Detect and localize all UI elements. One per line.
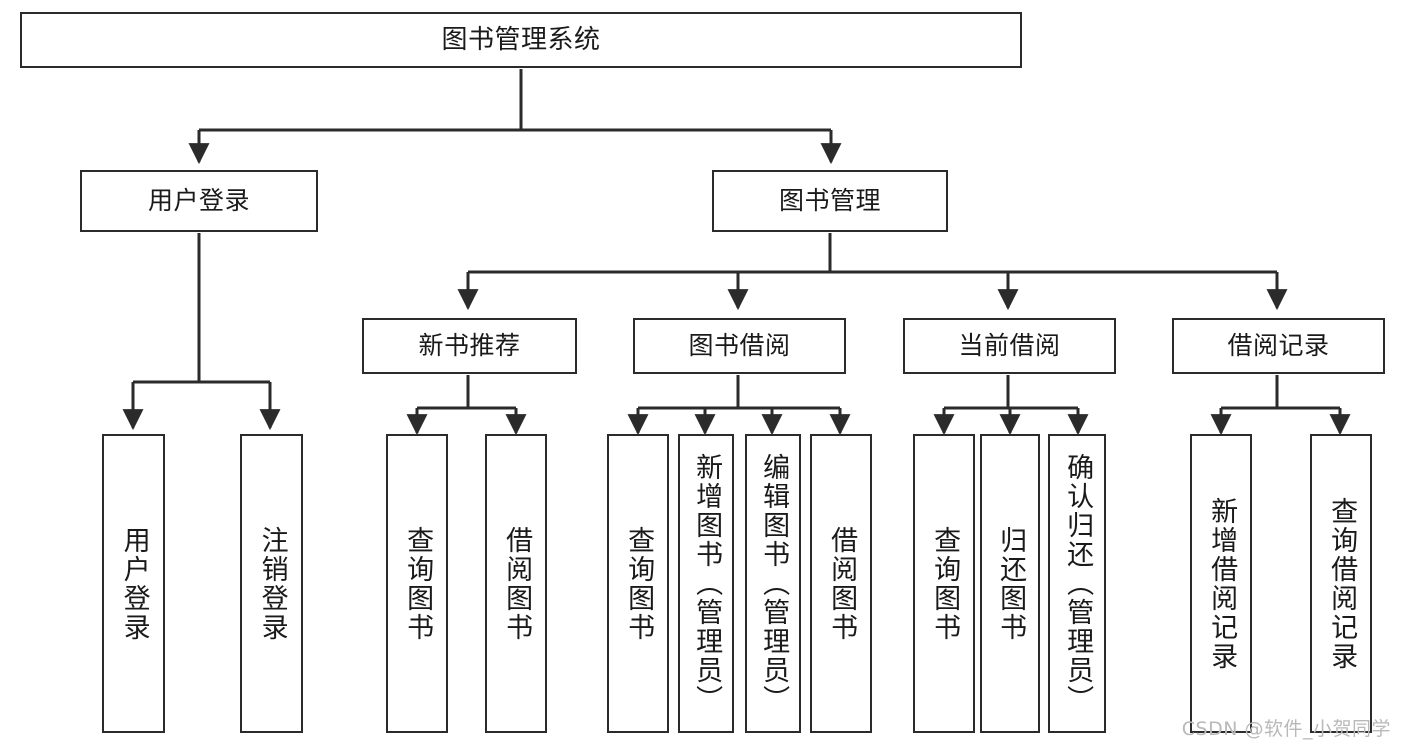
node-label: 图书管理 <box>778 186 881 216</box>
node-label: 图书管理系统 <box>441 24 601 55</box>
node-user-login[interactable]: 用户登录 <box>80 170 318 232</box>
csdn-watermark: CSDN @软件_小贺同学 <box>1181 718 1391 740</box>
leaf-query-book-current[interactable]: 查询图书 <box>913 434 975 733</box>
node-borrow-record[interactable]: 借阅记录 <box>1172 318 1385 374</box>
leaf-edit-book-admin[interactable]: 编辑图书（管理员） <box>745 434 801 733</box>
node-label: 查询借阅记录 <box>1326 496 1358 671</box>
leaf-borrow-book[interactable]: 借阅图书 <box>810 434 872 733</box>
node-current-borrow[interactable]: 当前借阅 <box>903 318 1116 374</box>
node-label: 当前借阅 <box>958 331 1061 361</box>
leaf-add-borrow-record[interactable]: 新增借阅记录 <box>1190 434 1252 733</box>
node-label: 图书借阅 <box>688 331 791 361</box>
node-new-book-recommendation[interactable]: 新书推荐 <box>362 318 577 374</box>
node-label: 注销登录 <box>256 525 288 642</box>
node-label: 用户登录 <box>118 525 150 642</box>
leaf-logout[interactable]: 注销登录 <box>240 434 303 733</box>
leaf-add-book-admin[interactable]: 新增图书（管理员） <box>678 434 734 733</box>
leaf-query-book-recommend[interactable]: 查询图书 <box>386 434 448 733</box>
node-label: 查询图书 <box>929 525 961 642</box>
node-label: 确认归还（管理员） <box>1062 453 1094 714</box>
leaf-user-login[interactable]: 用户登录 <box>102 434 165 733</box>
node-book-borrow[interactable]: 图书借阅 <box>633 318 846 374</box>
node-label: 用户登录 <box>147 186 250 216</box>
node-label: 归还图书 <box>995 525 1027 642</box>
node-book-management[interactable]: 图书管理 <box>712 170 948 232</box>
leaf-confirm-return-admin[interactable]: 确认归还（管理员） <box>1048 434 1106 733</box>
leaf-query-book-borrow[interactable]: 查询图书 <box>607 434 669 733</box>
node-label: 借阅记录 <box>1227 331 1330 361</box>
node-root-book-management-system[interactable]: 图书管理系统 <box>20 12 1022 68</box>
node-label: 查询图书 <box>402 525 434 642</box>
node-label: 新增图书（管理员） <box>691 453 723 714</box>
leaf-query-borrow-record[interactable]: 查询借阅记录 <box>1310 434 1372 733</box>
node-label: 编辑图书（管理员） <box>758 453 790 714</box>
node-label: 新书推荐 <box>418 331 521 361</box>
node-label: 查询图书 <box>623 525 655 642</box>
leaf-return-book[interactable]: 归还图书 <box>980 434 1040 733</box>
node-label: 借阅图书 <box>501 525 533 642</box>
leaf-borrow-book-recommend[interactable]: 借阅图书 <box>485 434 547 733</box>
node-label: 借阅图书 <box>826 525 858 642</box>
node-label: 新增借阅记录 <box>1206 496 1238 671</box>
